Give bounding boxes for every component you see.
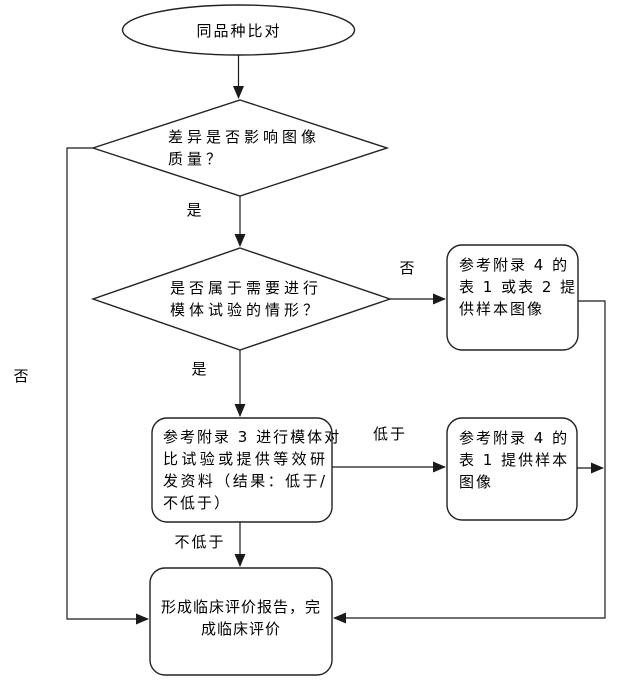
sample-images-table1-or-2-box xyxy=(446,244,579,351)
decision2-label: 是否属于需要进行 模体试验的情形？ xyxy=(170,277,345,321)
decision1-label: 差异是否影响图像 质量？ xyxy=(168,126,343,170)
decision2-diamond xyxy=(90,247,393,351)
decision2-line-2: 模体试验的情形？ xyxy=(170,301,323,319)
final-report-label: 形成临床评价报告，完 成临床评价 xyxy=(156,596,326,640)
final-report-line-2: 成临床评价 xyxy=(200,620,281,638)
connector-decision1-no-to-report-left xyxy=(66,147,149,625)
edge-label-no-left: 否 xyxy=(13,367,31,385)
start-label: 同品种比对 xyxy=(196,22,282,40)
sample-images-t1-line-2: 表 1 提供样本 xyxy=(459,451,570,469)
phantom-test-box xyxy=(151,417,333,523)
sample-images-t1-line-1: 参考附录 4 的 xyxy=(459,429,570,447)
decision1-line-1: 差异是否影响图像 xyxy=(168,128,321,146)
phantom-test-line-4: 不低于） xyxy=(163,494,232,512)
phantom-test-label: 参考附录 3 进行模体对 比试验或提供等效研 发资料（结果：低于/ 不低于） xyxy=(163,426,342,514)
edge-label-lower: 低于 xyxy=(372,425,407,443)
phantom-test-line-1: 参考附录 3 进行模体对 xyxy=(163,428,342,446)
edge-label-yes-1: 是 xyxy=(186,201,204,219)
sample-images-table1-or-2-label: 参考附录 4 的 表 1 或表 2 提 供样本图像 xyxy=(459,254,578,320)
start-ellipse xyxy=(121,4,356,56)
decision1-diamond xyxy=(90,99,390,197)
sample-images-t12-line-3: 供样本图像 xyxy=(459,300,545,318)
decision1-line-2: 质量？ xyxy=(168,150,226,168)
sample-images-t1-line-3: 图像 xyxy=(459,473,494,491)
sample-images-table1-box xyxy=(446,417,578,521)
connector-sample-images-to-report-right xyxy=(333,300,606,624)
final-report-box xyxy=(149,567,333,676)
phantom-test-line-2: 比试验或提供等效研 xyxy=(163,450,327,468)
edge-label-not-lower: 不低于 xyxy=(174,533,226,551)
sample-images-t12-line-2: 表 1 或表 2 提 xyxy=(459,278,578,296)
sample-images-table1-label: 参考附录 4 的 表 1 提供样本 图像 xyxy=(459,427,569,493)
phantom-test-line-3: 发资料（结果：低于/ xyxy=(163,472,327,490)
sample-images-t12-line-1: 参考附录 4 的 xyxy=(459,256,570,274)
edge-label-yes-2: 是 xyxy=(191,360,209,378)
decision2-line-1: 是否属于需要进行 xyxy=(170,279,323,297)
edge-label-no-right: 否 xyxy=(399,259,417,277)
final-report-line-1: 形成临床评价报告，完 xyxy=(160,598,321,616)
